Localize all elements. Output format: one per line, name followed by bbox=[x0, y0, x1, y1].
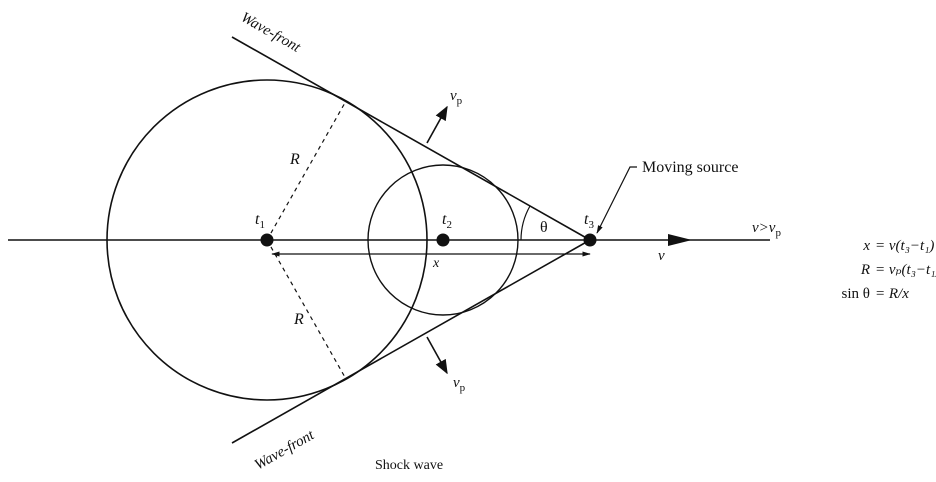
moving-source-label: Moving source bbox=[642, 159, 738, 176]
velocity-v-label: v bbox=[658, 248, 665, 264]
wavefront-line-top bbox=[231, 36, 591, 241]
wavefront-top-label: Wave-front bbox=[238, 10, 304, 57]
equation-sin-rhs: = R/x bbox=[875, 286, 909, 302]
vp-arrow-top bbox=[426, 105, 448, 144]
vp-arrow-bottom bbox=[426, 336, 448, 375]
equation-x: x bbox=[862, 238, 870, 254]
velocity-arrow-icon bbox=[668, 234, 692, 246]
angle-theta-label: θ bbox=[540, 219, 548, 236]
source-position-t2 bbox=[436, 233, 450, 247]
moving-source-leader bbox=[596, 166, 637, 234]
source-position-t3 bbox=[583, 233, 597, 247]
distance-x-label: x bbox=[432, 256, 440, 271]
diagram-caption: Shock wave bbox=[375, 458, 443, 473]
wavefront-bottom-label: Wave-front bbox=[252, 427, 318, 474]
condition-label: v>vp bbox=[752, 220, 781, 239]
radius-line-bottom bbox=[266, 239, 347, 380]
t3-label: t3 bbox=[584, 211, 594, 231]
equation-r: R bbox=[860, 262, 870, 278]
equation-r-rhs: = vₚ(t₃−t₁) bbox=[875, 262, 936, 278]
wavefront-line-bottom bbox=[231, 239, 591, 444]
radius-bottom-label: R bbox=[293, 311, 304, 328]
equation-x-rhs: = v(t₃−t₁) bbox=[875, 238, 934, 254]
t1-label: t1 bbox=[255, 211, 265, 231]
wave-circle-t2 bbox=[367, 164, 519, 316]
angle-arc bbox=[520, 205, 531, 241]
wave-circle-t1 bbox=[106, 79, 428, 401]
vp-bottom-label: vp bbox=[453, 375, 466, 394]
source-position-t1 bbox=[260, 233, 274, 247]
t2-label: t2 bbox=[442, 211, 452, 231]
equations-block: x = v(t₃−t₁) R = vₚ(t₃−t₁) sin θ = R/x bbox=[842, 238, 936, 302]
equation-sin: sin θ bbox=[842, 286, 870, 302]
radius-top-label: R bbox=[289, 151, 300, 168]
vp-top-label: vp bbox=[450, 88, 463, 107]
radius-line-top bbox=[266, 100, 347, 241]
